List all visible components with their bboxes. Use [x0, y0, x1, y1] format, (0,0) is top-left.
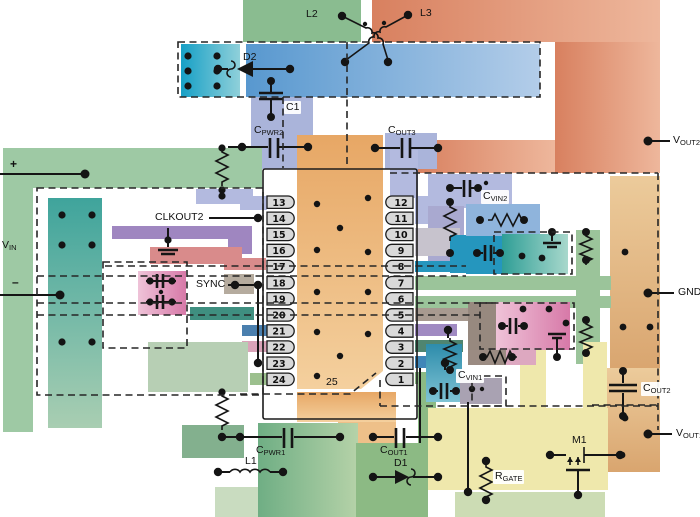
svg-text:23: 23: [272, 359, 285, 370]
ic-pin-19: 19: [266, 291, 295, 306]
ic-outline: [262, 168, 418, 420]
svg-text:1: 1: [398, 375, 405, 386]
l1-label: L1: [245, 455, 257, 467]
svg-text:10: 10: [394, 230, 408, 241]
cout3-label: COUT3: [388, 124, 416, 137]
svg-text:6: 6: [398, 294, 405, 305]
rgate-label: RGATE: [493, 470, 525, 484]
svg-text:20: 20: [272, 311, 286, 322]
l3-label: L3: [420, 7, 432, 19]
cvin1-label: CVIN1: [456, 369, 485, 383]
ic-pin-23: 23: [266, 356, 295, 371]
svg-text:7: 7: [398, 278, 405, 289]
ic-pin-15: 15: [266, 227, 295, 242]
cpwr2-label: CPWR2: [254, 124, 284, 137]
ic-pin-24: 24: [266, 372, 295, 387]
vin-label: VIN: [2, 239, 17, 252]
clkout2-label: CLKOUT2: [155, 211, 204, 223]
ic-pin-13: 13: [266, 195, 295, 210]
sync-label: SYNC: [196, 278, 226, 290]
svg-text:5: 5: [398, 311, 405, 322]
ic-pin-9: 9: [385, 243, 414, 258]
pad-25-label: 25: [326, 376, 338, 388]
svg-text:16: 16: [272, 246, 286, 257]
cout1-label: COUT1: [380, 444, 408, 457]
svg-text:17: 17: [272, 262, 285, 273]
svg-text:19: 19: [272, 294, 285, 305]
svg-text:4: 4: [398, 327, 405, 338]
c1-label: C1: [284, 101, 302, 114]
vout1-label: VOUT1: [676, 427, 700, 440]
net-boundary-dashes: [36, 41, 659, 430]
ic-pin-7: 7: [385, 275, 414, 290]
ic-pin-16: 16: [266, 243, 295, 258]
ic-pin-10: 10: [385, 227, 414, 242]
ic-pin-12: 12: [385, 195, 414, 210]
d1-label: D1: [394, 457, 408, 469]
svg-text:18: 18: [272, 278, 286, 289]
minus-terminal-label: –: [12, 275, 19, 289]
svg-text:3: 3: [398, 343, 405, 354]
via-dots: [55, 10, 654, 505]
svg-text:14: 14: [272, 214, 286, 225]
svg-text:24: 24: [272, 375, 286, 386]
svg-text:12: 12: [394, 198, 407, 209]
svg-text:22: 22: [272, 343, 285, 354]
svg-text:9: 9: [398, 246, 405, 257]
d2-label: D2: [243, 51, 257, 63]
cvin2-label: CVIN2: [481, 190, 510, 204]
svg-text:11: 11: [394, 214, 407, 225]
ic-pin-18: 18: [266, 275, 295, 290]
copper-regions: [3, 0, 660, 517]
cpwr1-label: CPWR1: [256, 444, 286, 457]
ic-pin-11: 11: [385, 211, 414, 226]
svg-text:2: 2: [398, 359, 405, 370]
svg-text:21: 21: [272, 327, 285, 338]
vout2-label: VOUT2: [673, 134, 700, 147]
l2-label: L2: [306, 8, 318, 20]
gnd-label: GND: [678, 286, 700, 298]
ic-pin-3: 3: [385, 340, 414, 354]
ic-pin-1: 1: [385, 372, 414, 387]
svg-text:13: 13: [272, 198, 285, 209]
ic-pin-2: 2: [385, 356, 414, 371]
ic-pin-6: 6: [385, 291, 414, 306]
plus-terminal-label: +: [10, 157, 18, 171]
ic-pin-4: 4: [385, 324, 414, 338]
ic-pin-14: 14: [266, 211, 295, 226]
svg-text:15: 15: [272, 230, 285, 241]
m1-label: M1: [572, 434, 587, 446]
ic-pin-21: 21: [266, 324, 295, 338]
svg-text:8: 8: [398, 262, 405, 273]
cout2-label: COUT2: [641, 382, 673, 396]
ic-pin-22: 22: [266, 340, 295, 354]
